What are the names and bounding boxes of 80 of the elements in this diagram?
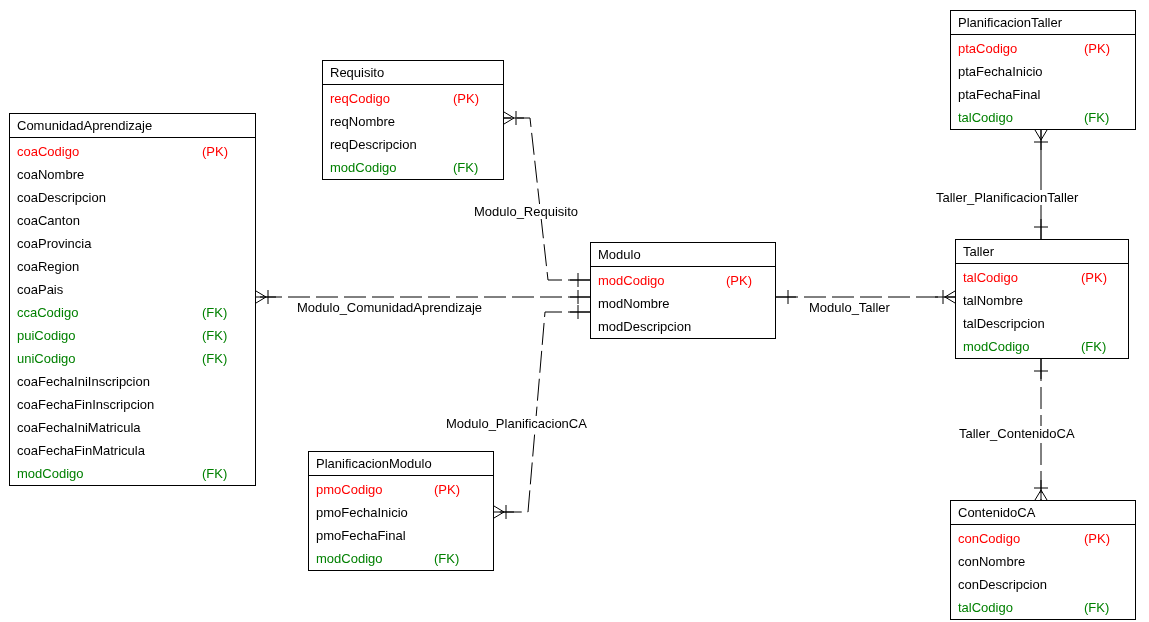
column-name: modCodigo xyxy=(330,160,397,175)
table-header: Taller xyxy=(956,240,1128,264)
entity-table xyxy=(308,451,494,571)
edge-label: Modulo_Taller xyxy=(808,300,891,315)
key-marker: (FK) xyxy=(1081,338,1107,356)
column-name: coaCodigo xyxy=(17,144,80,159)
table-header: PlanificacionTaller xyxy=(951,11,1135,35)
key-marker: (FK) xyxy=(202,327,228,345)
table-header: PlanificacionModulo xyxy=(309,452,493,476)
entity-table xyxy=(9,113,256,486)
key-marker: (PK) xyxy=(453,90,479,108)
table-header: Requisito xyxy=(323,61,503,85)
key-marker: (PK) xyxy=(202,143,228,161)
column-name: coaPais xyxy=(17,282,64,297)
entity-table xyxy=(322,60,504,180)
key-marker: (FK) xyxy=(1084,599,1110,617)
edge-label: Modulo_Requisito xyxy=(473,204,580,219)
entity-table xyxy=(590,242,776,339)
column-name: reqCodigo xyxy=(330,91,390,106)
column-name: modCodigo xyxy=(963,339,1030,354)
relationship-line xyxy=(775,289,956,305)
column-name: modNombre xyxy=(598,296,670,311)
key-marker: (PK) xyxy=(726,272,752,290)
entity-table xyxy=(955,239,1129,359)
column-name: coaFechaIniMatricula xyxy=(17,420,141,435)
key-marker: (FK) xyxy=(434,550,460,568)
column-name: coaDescripcion xyxy=(17,190,106,205)
edge-label: Modulo_ComunidadAprendizaje xyxy=(296,300,483,315)
column-name: talDescripcion xyxy=(963,316,1045,331)
key-marker: (FK) xyxy=(1084,109,1110,127)
column-name: conCodigo xyxy=(958,531,1021,546)
column-name: modDescripcion xyxy=(598,319,692,334)
column-name: modCodigo xyxy=(598,273,665,288)
edge-label: Modulo_PlanificacionCA xyxy=(445,416,588,431)
entity-table xyxy=(950,10,1136,130)
column-name: pmoFechaFinal xyxy=(316,528,406,543)
column-name: ptaFechaInicio xyxy=(958,64,1043,79)
edge-label: Taller_PlanificacionTaller xyxy=(935,190,1080,205)
key-marker: (PK) xyxy=(1084,530,1110,548)
relationship-line xyxy=(503,110,591,288)
column-name: ptaCodigo xyxy=(958,41,1018,56)
key-marker: (PK) xyxy=(1081,269,1107,287)
column-name: coaFechaIniInscripcion xyxy=(17,374,150,389)
column-name: ptaFechaFinal xyxy=(958,87,1041,102)
relationship-line xyxy=(493,304,591,520)
column-name: reqNombre xyxy=(330,114,396,129)
column-name: talCodigo xyxy=(958,110,1013,125)
column-name: ccaCodigo xyxy=(17,305,79,320)
column-name: conNombre xyxy=(958,554,1026,569)
column-name: conDescripcion xyxy=(958,577,1047,592)
column-name: puiCodigo xyxy=(17,328,76,343)
relationship-line xyxy=(1033,358,1049,501)
table-header: Modulo xyxy=(591,243,775,267)
column-name: coaFechaFinInscripcion xyxy=(17,397,155,412)
relationship-line xyxy=(255,289,591,305)
column-name: reqDescripcion xyxy=(330,137,417,152)
table-header: ComunidadAprendizaje xyxy=(10,114,255,138)
column-name: coaCanton xyxy=(17,213,80,228)
column-name: coaRegion xyxy=(17,259,80,274)
column-name: talNombre xyxy=(963,293,1023,308)
column-name: modCodigo xyxy=(316,551,383,566)
column-name: uniCodigo xyxy=(17,351,76,366)
edge-label: Taller_ContenidoCA xyxy=(958,426,1076,441)
column-name: pmoFechaInicio xyxy=(316,505,408,520)
column-name: coaNombre xyxy=(17,167,85,182)
column-name: pmoCodigo xyxy=(316,482,383,497)
relationship-line xyxy=(1033,129,1049,240)
key-marker: (FK) xyxy=(202,465,228,483)
column-name: talCodigo xyxy=(958,600,1013,615)
column-name: coaProvincia xyxy=(17,236,92,251)
column-name: modCodigo xyxy=(17,466,84,481)
table-header: ContenidoCA xyxy=(951,501,1135,525)
entity-table xyxy=(950,500,1136,620)
key-marker: (FK) xyxy=(202,304,228,322)
column-name: talCodigo xyxy=(963,270,1018,285)
key-marker: (FK) xyxy=(202,350,228,368)
key-marker: (FK) xyxy=(453,159,479,177)
key-marker: (PK) xyxy=(434,481,460,499)
key-marker: (PK) xyxy=(1084,40,1110,58)
column-name: coaFechaFinMatricula xyxy=(17,443,145,458)
